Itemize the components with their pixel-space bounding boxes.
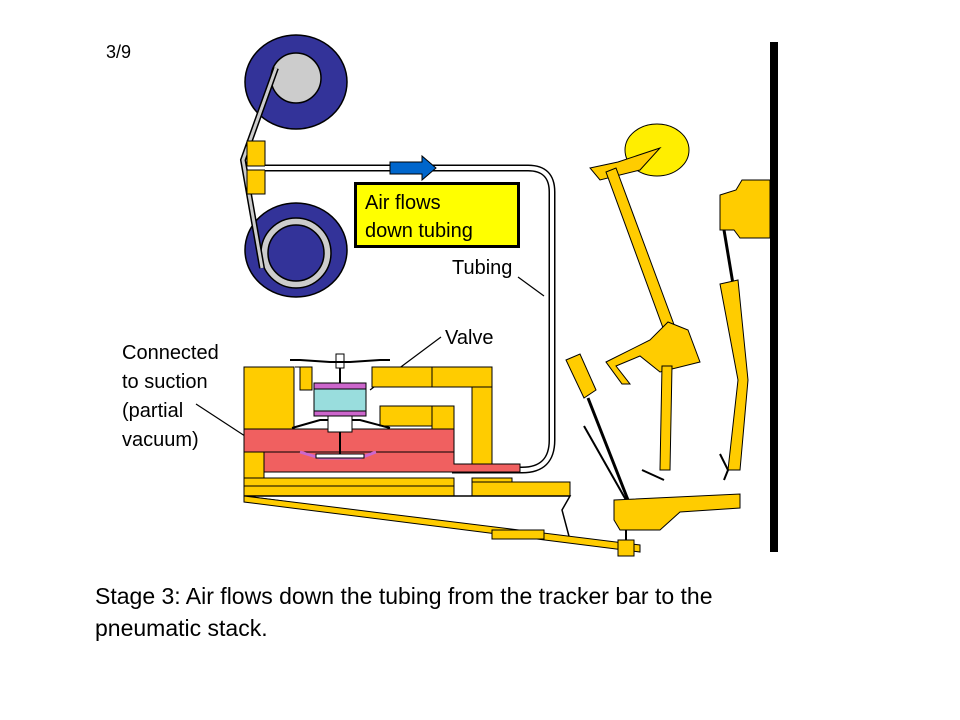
piano-action — [565, 42, 778, 557]
suction-label-line-2: to suction — [122, 371, 208, 393]
pneumatic-stack — [243, 366, 641, 553]
tubing-label: Tubing — [452, 257, 513, 279]
music-roll-spool — [244, 202, 348, 298]
valve — [290, 353, 391, 460]
page-indicator: 3/9 — [106, 42, 132, 62]
slide-caption: Stage 3: Air flows down the tubing from … — [95, 580, 875, 644]
take-up-spool — [244, 34, 348, 130]
piano-string-bar — [770, 42, 778, 552]
callout-line-2: down tubing — [365, 220, 473, 242]
caption-line-2: pneumatic stack. — [95, 615, 268, 641]
suction-label-line-1: Connected — [122, 342, 219, 364]
valve-label: Valve — [445, 327, 494, 349]
tracker-bar-top — [246, 140, 266, 167]
suction-label-line-3: (partial — [122, 400, 184, 422]
callout-line-1: Air flows — [365, 192, 441, 214]
airflow-callout: Air flows down tubing — [354, 182, 520, 248]
airflow-arrow — [389, 154, 437, 182]
caption-line-1: Stage 3: Air flows down the tubing from … — [95, 583, 713, 609]
suction-label-line-4: vacuum) — [122, 429, 199, 451]
tracker-bar-bottom — [246, 169, 266, 195]
